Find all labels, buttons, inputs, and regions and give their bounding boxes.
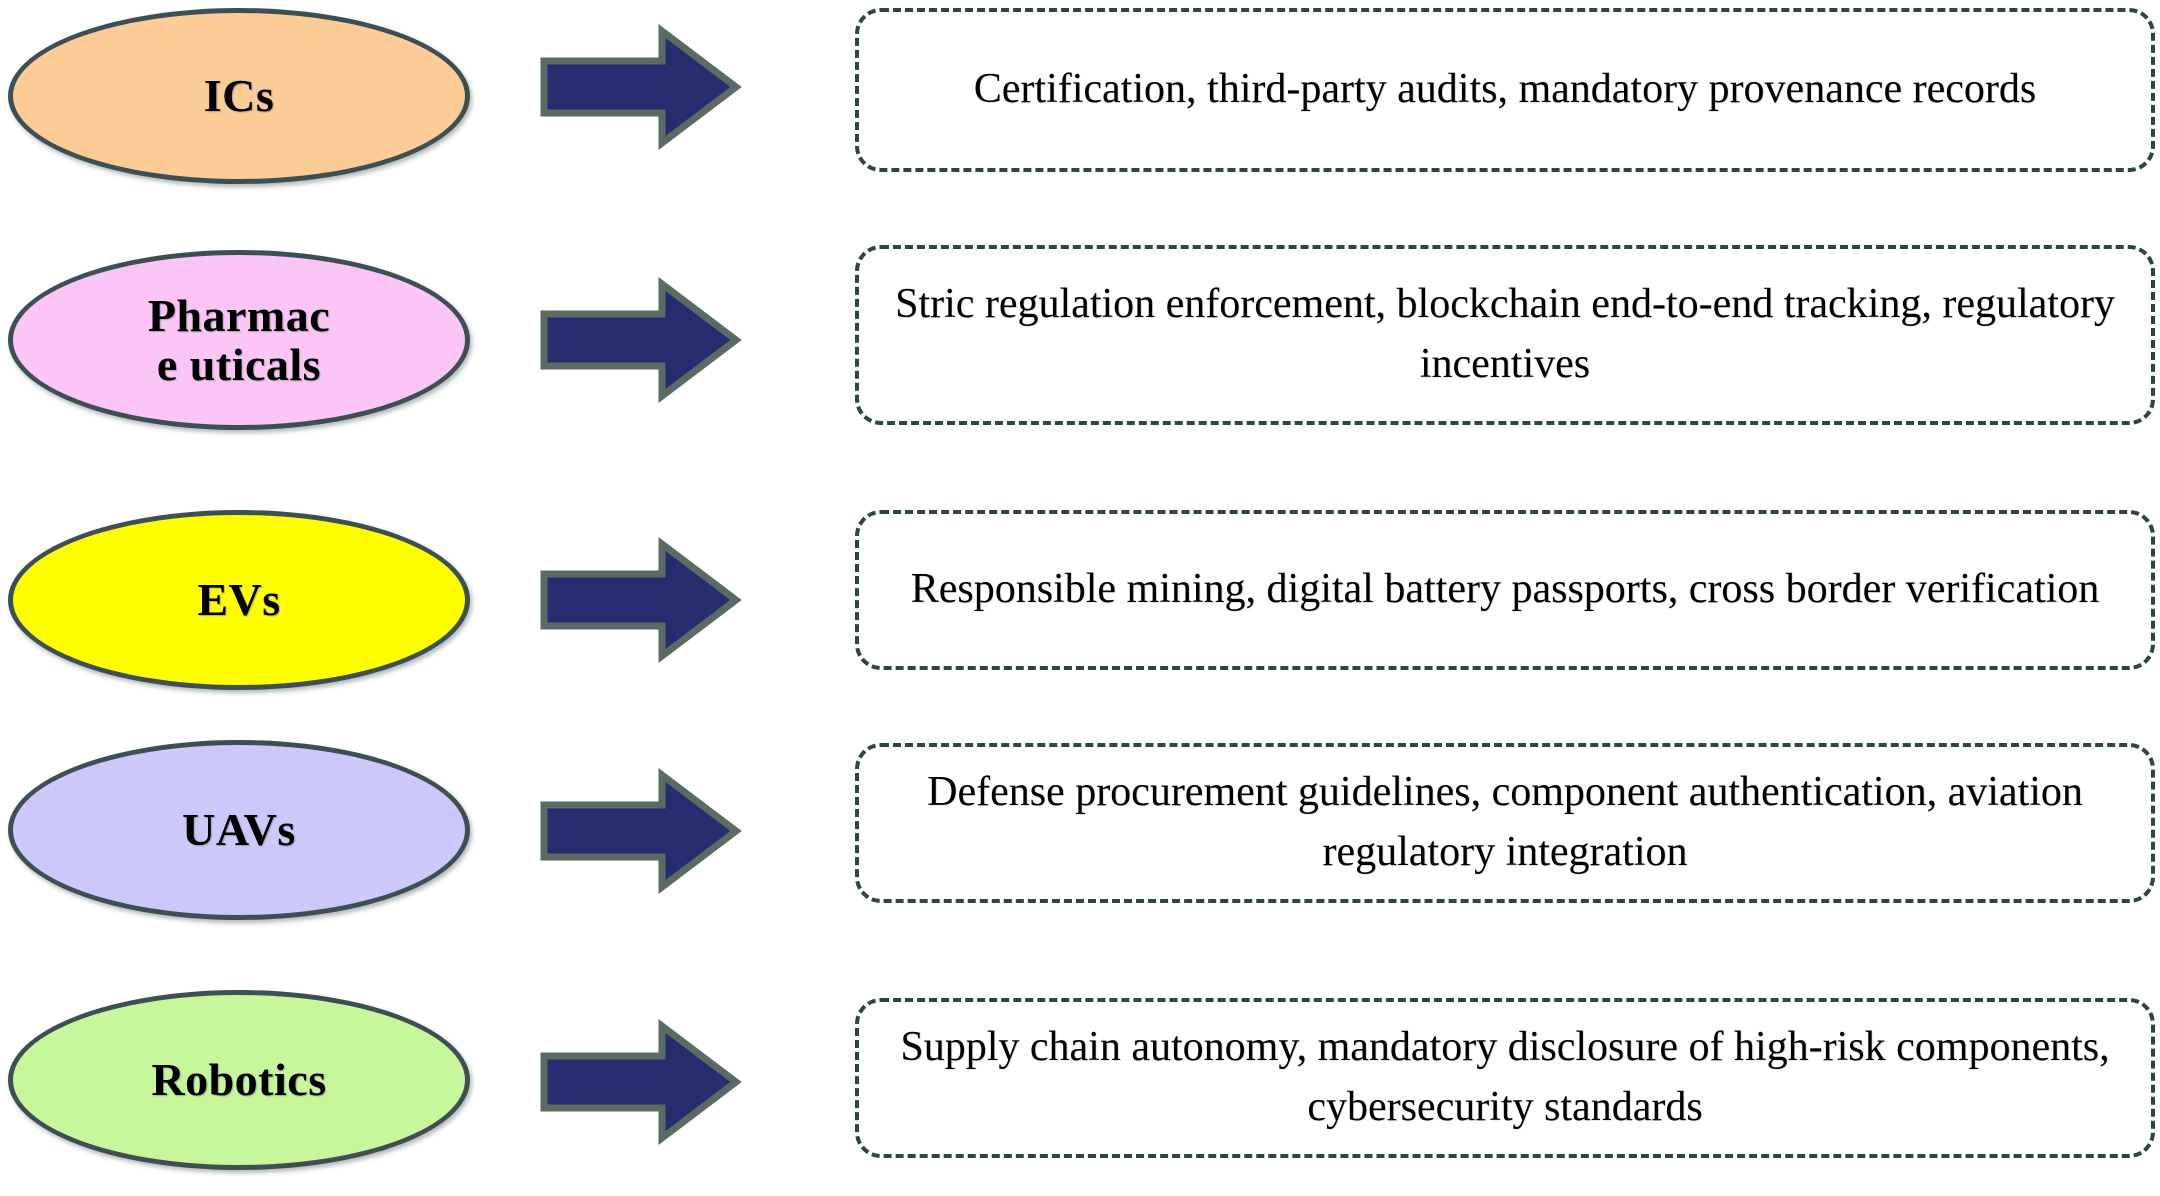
right-block-arrow-icon xyxy=(540,767,742,895)
callout-text: Supply chain autonomy, mandatory disclos… xyxy=(900,1024,2110,1130)
node-label: EVs xyxy=(197,574,281,626)
right-block-arrow-icon xyxy=(540,276,742,404)
callout-box-ics[interactable]: Certification, third-party audits, manda… xyxy=(855,8,2155,172)
node-ellipse-pharmaceuticals[interactable]: Pharmace uticals xyxy=(8,250,470,430)
callout-box-evs[interactable]: Responsible mining, digital battery pass… xyxy=(855,510,2155,670)
callout-text: Stric regulation enforcement, blockchain… xyxy=(895,281,2115,387)
diagram-row: Pharmace uticals Stric regulation enforc… xyxy=(0,245,2160,500)
diagram-row: ICs Certification, third-party audits, m… xyxy=(0,0,2160,250)
node-label: Robotics xyxy=(151,1054,327,1106)
diagram-row: EVs Responsible mining, digital battery … xyxy=(0,500,2160,745)
node-label: ICs xyxy=(203,70,275,122)
right-block-arrow-icon xyxy=(540,1018,742,1146)
right-block-arrow-icon xyxy=(540,23,742,151)
node-ellipse-uavs[interactable]: UAVs xyxy=(8,740,470,920)
callout-box-pharmaceuticals[interactable]: Stric regulation enforcement, blockchain… xyxy=(855,245,2155,425)
right-block-arrow-icon xyxy=(540,536,742,664)
diagram-row: UAVs Defense procurement guidelines, com… xyxy=(0,740,2160,970)
callout-text: Responsible mining, digital battery pass… xyxy=(910,566,2100,613)
callout-box-uavs[interactable]: Defense procurement guidelines, componen… xyxy=(855,743,2155,903)
callout-text: Defense procurement guidelines, componen… xyxy=(927,769,2083,875)
node-ellipse-evs[interactable]: EVs xyxy=(8,510,470,690)
node-label: UAVs xyxy=(182,804,296,856)
node-ellipse-ics[interactable]: ICs xyxy=(8,8,470,184)
node-ellipse-robotics[interactable]: Robotics xyxy=(8,990,470,1170)
callout-text: Certification, third-party audits, manda… xyxy=(973,66,2037,113)
callout-box-robotics[interactable]: Supply chain autonomy, mandatory disclos… xyxy=(855,998,2155,1158)
diagram-row: Robotics Supply chain autonomy, mandator… xyxy=(0,970,2160,1196)
node-label: Pharmace uticals xyxy=(147,289,331,390)
